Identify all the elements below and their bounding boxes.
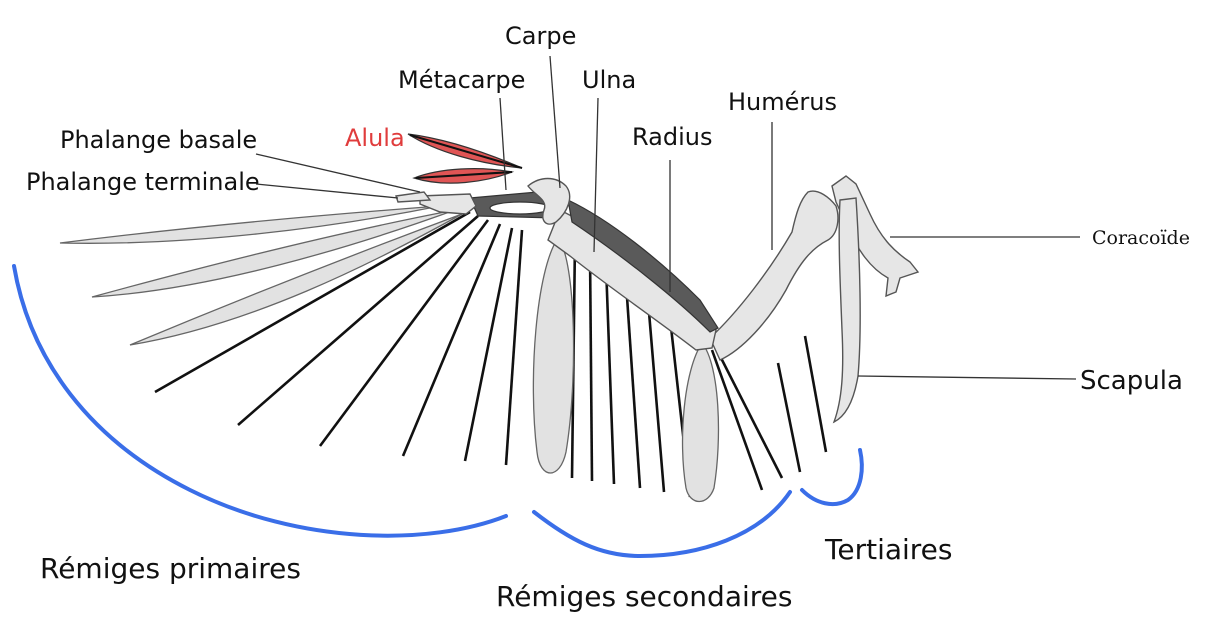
secondary-bracket <box>534 492 790 556</box>
label-remiges-primaires: Rémiges primaires <box>40 552 301 585</box>
tertiary-bracket <box>802 450 862 504</box>
rachis-line <box>590 252 592 481</box>
label-carpe: Carpe <box>505 22 576 50</box>
rachis-line <box>648 300 664 492</box>
scapula-leader <box>858 376 1076 379</box>
label-metacarpe: Métacarpe <box>398 66 525 94</box>
label-radius: Radius <box>632 123 712 151</box>
label-coracoide: Coracoïde <box>1092 227 1190 249</box>
label-phalange-basale: Phalange basale <box>60 126 257 154</box>
alula-rachis <box>410 135 522 168</box>
scapula-bone <box>834 198 860 422</box>
rachis-line <box>465 228 512 461</box>
rachis-line <box>805 336 826 452</box>
secondary-feather-vane-1 <box>533 238 573 473</box>
label-alula: Alula <box>345 124 405 152</box>
rachis-line <box>606 265 614 484</box>
rachis-line <box>626 282 640 488</box>
label-phalange-terminale: Phalange terminale <box>26 168 260 196</box>
label-scapula: Scapula <box>1080 366 1183 396</box>
rachis-line <box>403 224 500 456</box>
label-remiges-secondaires: Rémiges secondaires <box>496 580 792 613</box>
phalange-tip <box>396 192 430 202</box>
label-humerus: Humérus <box>728 88 837 116</box>
secondary-feather-vane-2 <box>683 343 719 502</box>
phalange-terminale-leader <box>256 184 398 198</box>
rachis-line <box>506 230 522 465</box>
rachis-line <box>778 363 800 472</box>
rachis-line <box>712 350 762 490</box>
primary-feather-blades <box>60 206 462 345</box>
label-tertiaires: Tertiaires <box>824 533 953 566</box>
carpe-leader <box>550 56 560 188</box>
label-ulna: Ulna <box>582 66 636 94</box>
humerus-bone <box>710 191 838 360</box>
metacarpus-gap <box>490 202 550 214</box>
